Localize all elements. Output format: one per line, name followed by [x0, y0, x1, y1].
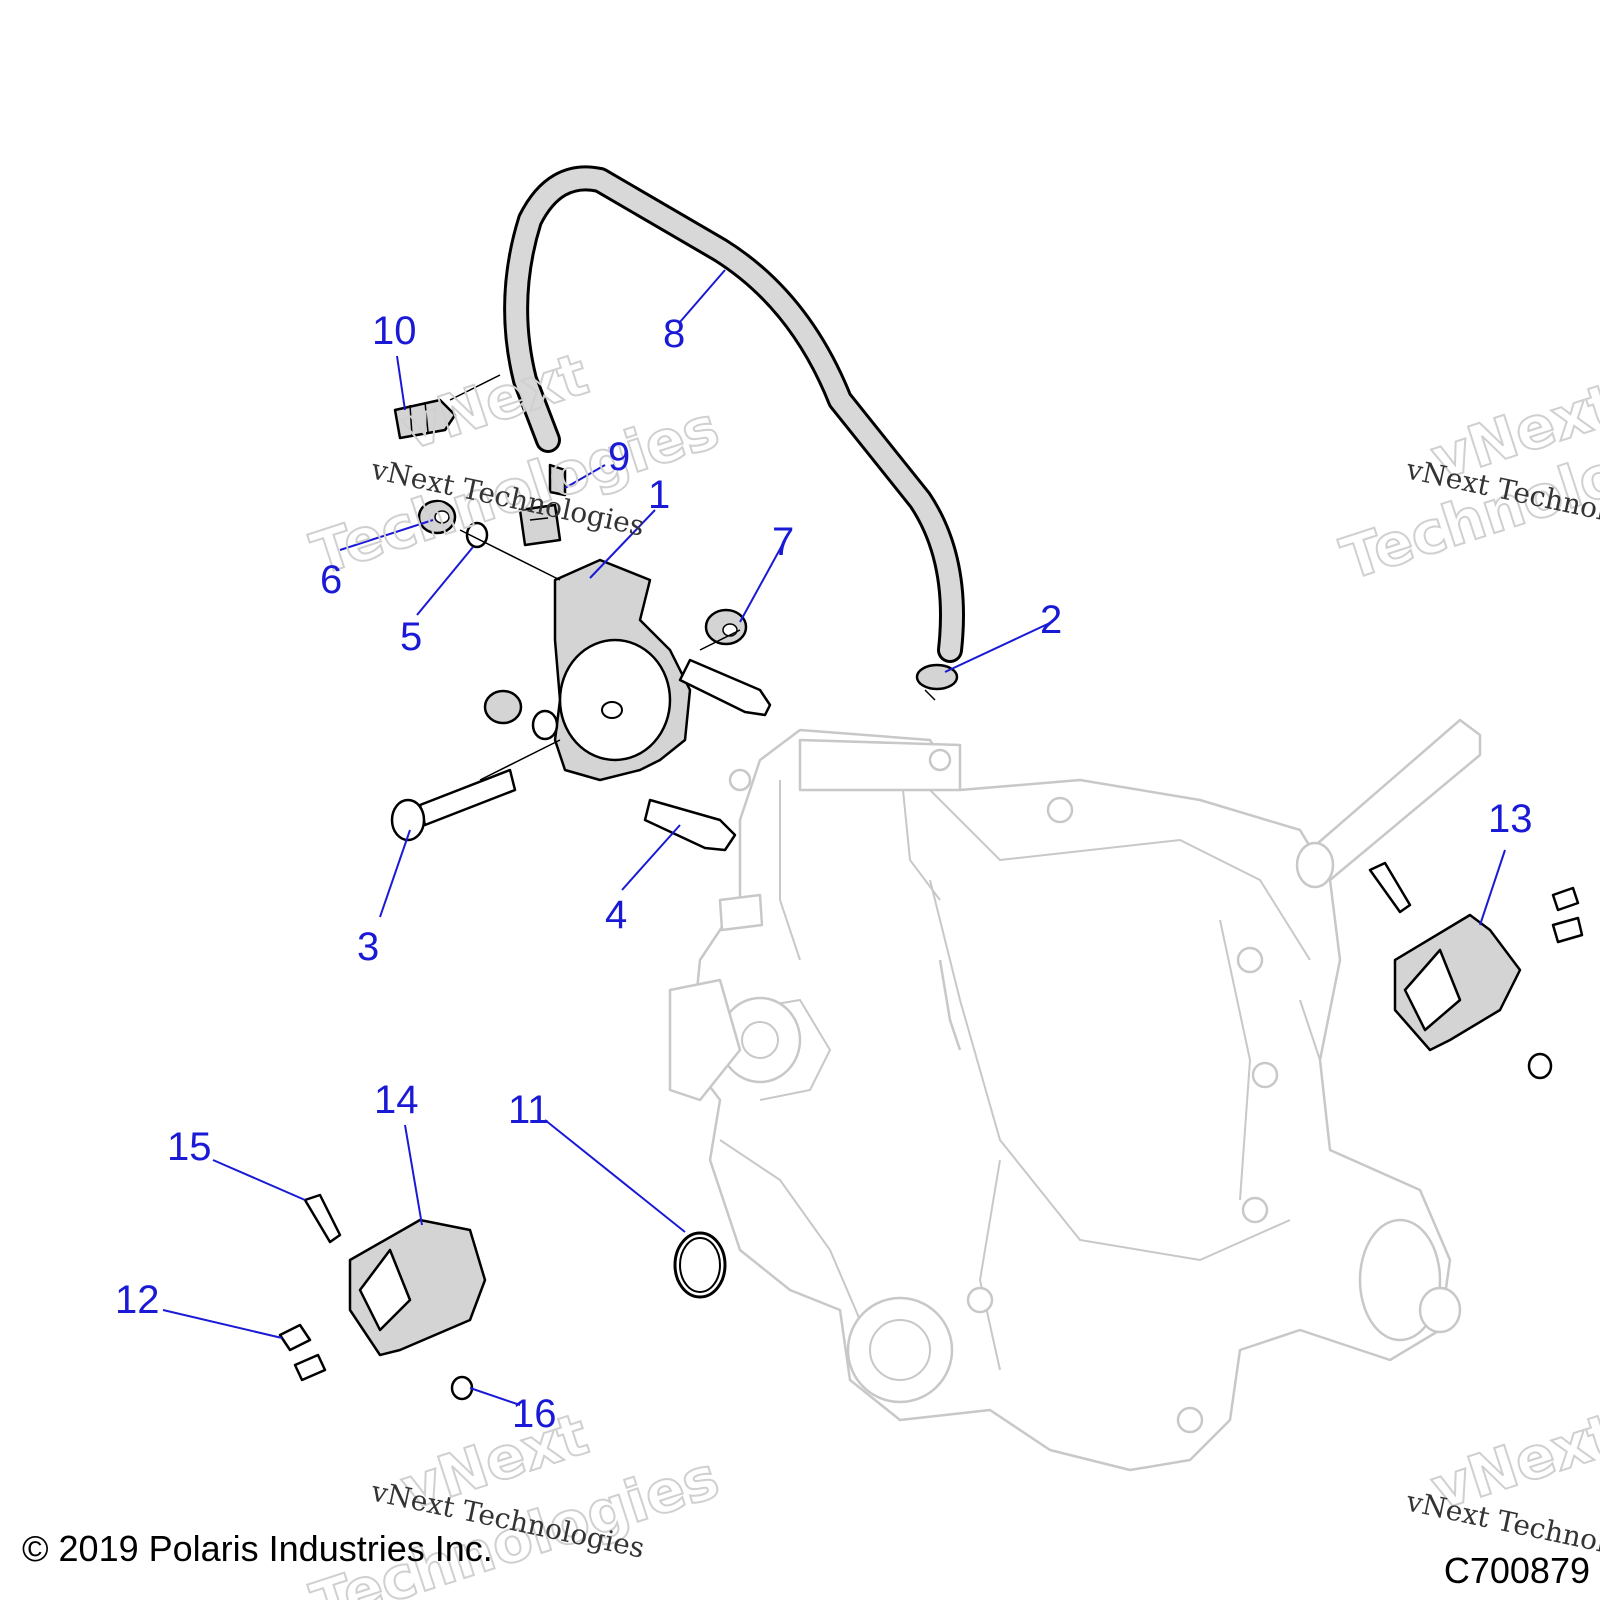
- diagram-code: C700879: [1443, 1550, 1590, 1591]
- callout-12: 12: [115, 1278, 160, 1322]
- mount-bracket-13: [1393, 913, 1522, 1052]
- callout-2: 2: [1040, 598, 1062, 642]
- hose-fitting: [548, 463, 567, 497]
- washer-lower: [531, 709, 559, 741]
- bolt-12-b: [293, 1353, 327, 1382]
- bolt-13-c: [1551, 916, 1584, 944]
- nut-6: [417, 499, 457, 535]
- bolt-upper: [678, 658, 772, 717]
- copyright-notice: © 2019 Polaris Industries Inc.: [22, 1528, 493, 1569]
- leader-lines: [162, 269, 1506, 1406]
- spacer-13: [1527, 1052, 1553, 1080]
- callout-5: 5: [400, 615, 422, 659]
- callout-labels: 1 2 3 4 5 6 7 8 9 10 11 12 13 14 15 16: [115, 309, 1533, 1436]
- watermark-top-left: vNext Technologies vNext Technologies: [302, 339, 727, 590]
- callout-14: 14: [374, 1078, 419, 1122]
- nut-7: [704, 608, 748, 646]
- callout-8: 8: [663, 312, 685, 356]
- hose: [503, 165, 965, 663]
- transmission-housing: [668, 718, 1482, 1472]
- nut-lower: [483, 689, 523, 725]
- callout-4: 4: [605, 893, 627, 937]
- hose-clip: [393, 398, 457, 440]
- callout-16: 16: [512, 1392, 557, 1436]
- spacer-16: [450, 1375, 474, 1401]
- callout-7: 7: [772, 520, 794, 564]
- callout-13: 13: [1488, 797, 1533, 841]
- callout-6: 6: [320, 558, 342, 602]
- bolt-13-a: [1368, 861, 1412, 914]
- actuator-housing: [553, 558, 692, 782]
- callout-10: 10: [372, 309, 417, 353]
- bolt-15: [303, 1193, 342, 1244]
- sensor-connector: [518, 503, 562, 547]
- o-ring: [673, 1231, 727, 1299]
- callout-15: 15: [167, 1125, 212, 1169]
- callout-11: 11: [508, 1088, 550, 1132]
- bolt-12-a: [278, 1323, 312, 1352]
- bolt-4: [643, 798, 737, 852]
- watermark-bottom-right: vNext vNext Technologies: [1403, 1399, 1600, 1575]
- mount-bracket-14: [348, 1218, 487, 1357]
- bolt-13-b: [1551, 886, 1580, 912]
- bolt-3: [390, 768, 517, 842]
- callout-3: 3: [357, 925, 379, 969]
- callout-1: 1: [648, 473, 670, 517]
- callout-9: 9: [608, 435, 630, 479]
- watermark-top-right: vNext Technologies vNext Technologies: [1332, 369, 1600, 595]
